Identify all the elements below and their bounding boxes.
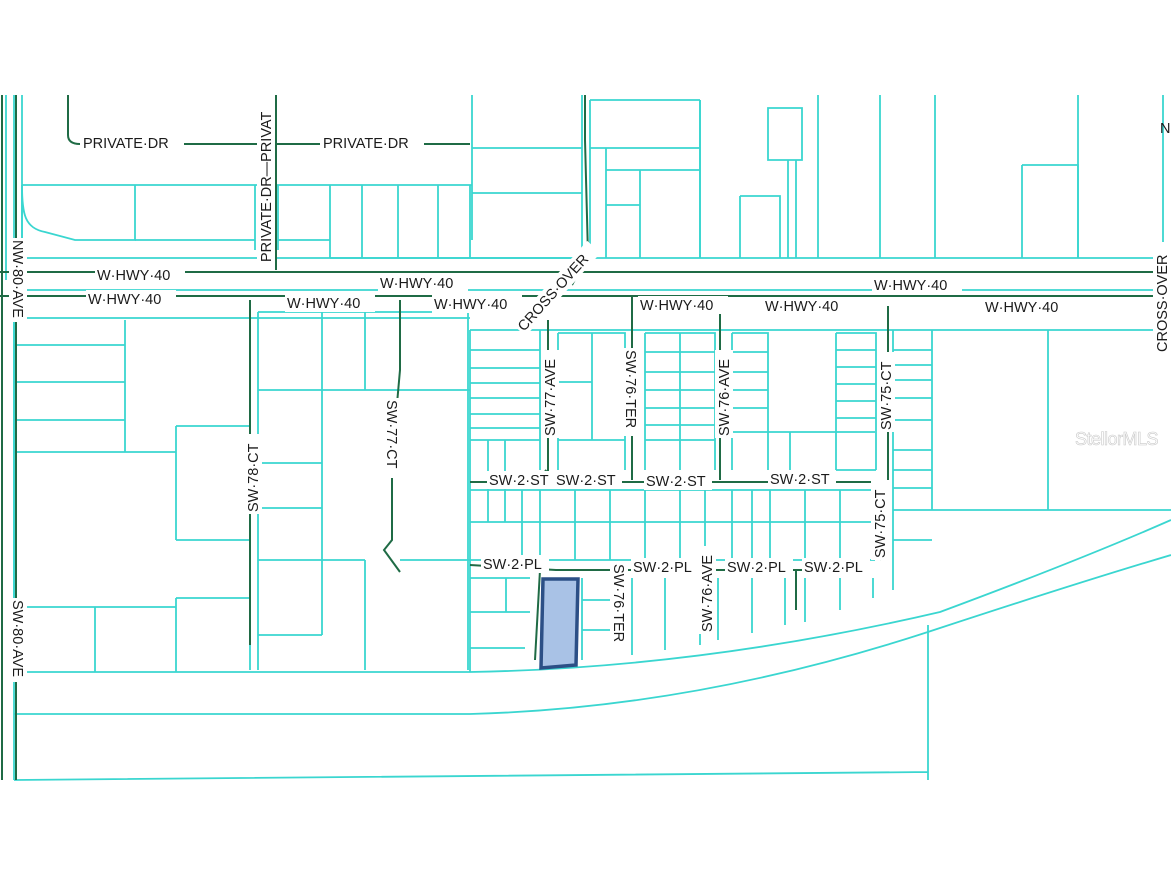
- sw-75-ct-label-1: SW·75·CT: [877, 352, 895, 432]
- hwy40-south-label-1: W·HWY·40: [86, 290, 176, 308]
- svg-text:W·HWY·40: W·HWY·40: [434, 297, 507, 313]
- svg-text:CROSS·OVER: CROSS·OVER: [1155, 255, 1171, 353]
- nw-80-ave-label: NW·80·AVE: [9, 238, 27, 322]
- sw-77-ct-label: SW·77·CT: [383, 398, 401, 478]
- svg-text:SW·75·CT: SW·75·CT: [879, 361, 895, 430]
- private-dr-label-2: PRIVATE·DR: [320, 134, 424, 152]
- sw-77-ave-label: SW·77·AVE: [541, 350, 559, 438]
- sw-2-st-label-2: SW·2·ST: [554, 471, 622, 489]
- svg-text:W·HWY·40: W·HWY·40: [287, 296, 360, 312]
- svg-text:SW·76·TER: SW·76·TER: [622, 350, 638, 428]
- svg-text:SW·2·PL: SW·2·PL: [633, 560, 692, 576]
- private-dr-vertical-label: PRIVATE·DR—PRIVAT: [257, 92, 275, 264]
- hwy40-north-label-3: W·HWY·40: [872, 276, 962, 294]
- sw-78-ct-label: SW·78·CT: [244, 434, 262, 514]
- sw-2-pl-label-3: SW·2·PL: [725, 558, 793, 576]
- n-label: N: [1160, 121, 1170, 137]
- svg-text:NW·80·AVE: NW·80·AVE: [9, 240, 25, 318]
- road-labels: PRIVATE·DR PRIVATE·DR PRIVATE·DR—PRIVAT …: [9, 92, 1171, 682]
- sw-2-pl-label-4: SW·2·PL: [802, 558, 870, 576]
- subject-parcel[interactable]: [539, 577, 580, 670]
- sw-80-ave-label: SW·80·AVE: [9, 598, 27, 682]
- svg-text:PRIVATE·DR: PRIVATE·DR: [323, 136, 409, 152]
- sw-2-st-label-1: SW·2·ST: [487, 471, 555, 489]
- hwy40-south-label-2: W·HWY·40: [285, 294, 375, 312]
- hwy40-south-label-6: W·HWY·40: [983, 298, 1073, 316]
- svg-text:SW·2·ST: SW·2·ST: [770, 472, 830, 488]
- hwy40-south-label-5: W·HWY·40: [763, 297, 853, 315]
- svg-text:SW·78·CT: SW·78·CT: [246, 443, 262, 512]
- svg-text:SW·76·AVE: SW·76·AVE: [700, 555, 716, 632]
- svg-text:SW·77·AVE: SW·77·AVE: [543, 359, 559, 436]
- mls-watermark: StellorMLS: [1075, 429, 1159, 449]
- svg-text:SW·77·CT: SW·77·CT: [383, 400, 399, 469]
- svg-text:SW·76·TER: SW·76·TER: [610, 564, 626, 642]
- svg-text:SW·2·PL: SW·2·PL: [483, 557, 542, 573]
- sw-2-pl-label-1: SW·2·PL: [481, 555, 549, 573]
- svg-text:PRIVATE·DR: PRIVATE·DR: [83, 136, 169, 152]
- private-dr-label-1: PRIVATE·DR: [80, 134, 184, 152]
- svg-text:SW·2·PL: SW·2·PL: [804, 560, 863, 576]
- sw-2-pl-label-2: SW·2·PL: [631, 558, 699, 576]
- svg-text:W·HWY·40: W·HWY·40: [97, 268, 170, 284]
- hwy40-north-label-1: W·HWY·40: [95, 266, 185, 284]
- svg-text:W·HWY·40: W·HWY·40: [874, 278, 947, 294]
- svg-text:W·HWY·40: W·HWY·40: [765, 299, 838, 315]
- svg-text:W·HWY·40: W·HWY·40: [88, 292, 161, 308]
- hwy40-south-label-4: W·HWY·40: [638, 296, 728, 314]
- svg-text:SW·80·AVE: SW·80·AVE: [9, 600, 25, 677]
- sw-76-ter-label-2: SW·76·TER: [610, 562, 628, 650]
- svg-text:W·HWY·40: W·HWY·40: [640, 298, 713, 314]
- svg-text:SW·76·AVE: SW·76·AVE: [717, 359, 733, 436]
- sw-75-ct-label-2: SW·75·CT: [871, 480, 889, 560]
- cross-over-label-2: CROSS·OVER: [1153, 242, 1171, 354]
- svg-text:SW·2·ST: SW·2·ST: [489, 473, 549, 489]
- hwy40-south-label-3: W·HWY·40: [432, 295, 522, 313]
- hwy40-north-label-2: W·HWY·40: [378, 274, 468, 292]
- sw-76-ter-label-1: SW·76·TER: [622, 348, 640, 436]
- sw-2-st-label-4: SW·2·ST: [768, 470, 836, 488]
- svg-text:SW·2·PL: SW·2·PL: [727, 560, 786, 576]
- svg-text:W·HWY·40: W·HWY·40: [985, 300, 1058, 316]
- svg-text:PRIVATE·DR—PRIVAT: PRIVATE·DR—PRIVAT: [259, 111, 275, 262]
- svg-text:SW·75·CT: SW·75·CT: [873, 489, 889, 558]
- svg-text:SW·2·ST: SW·2·ST: [556, 473, 616, 489]
- sw-76-ave-label-1: SW·76·AVE: [715, 350, 733, 438]
- svg-text:SW·2·ST: SW·2·ST: [646, 474, 706, 490]
- svg-text:W·HWY·40: W·HWY·40: [380, 276, 453, 292]
- sw-2-st-label-3: SW·2·ST: [644, 472, 712, 490]
- sw-76-ave-label-2: SW·76·AVE: [698, 546, 716, 634]
